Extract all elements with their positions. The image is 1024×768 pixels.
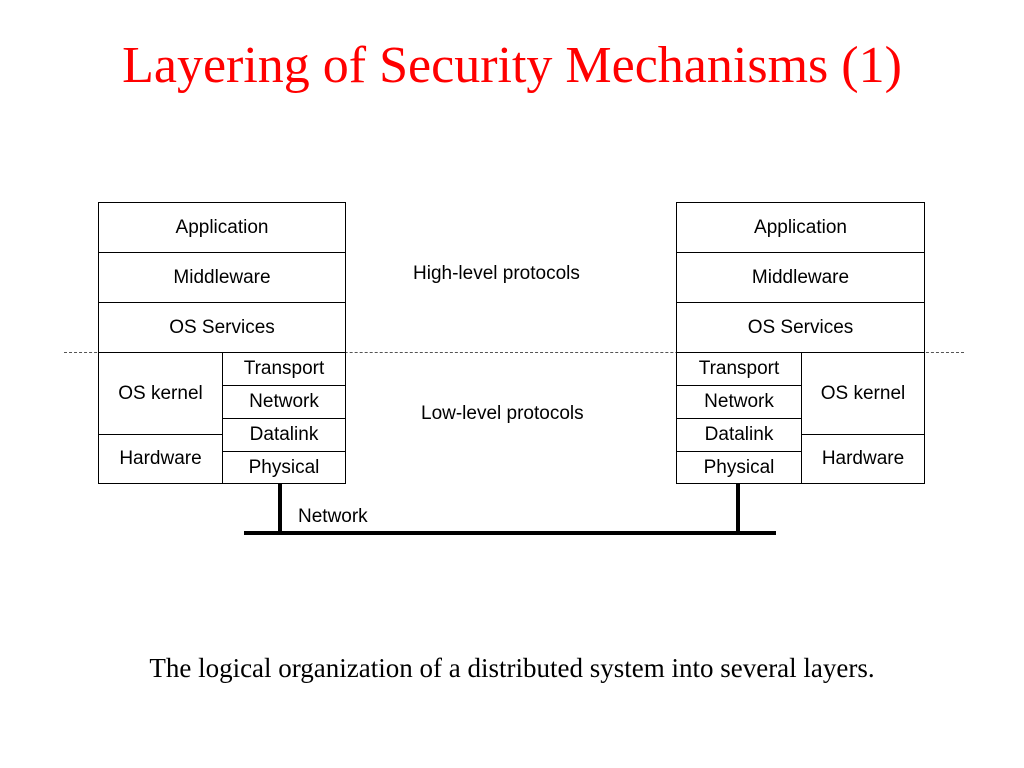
low-level-protocols-label: Low-level protocols <box>421 403 584 424</box>
right-application-layer: Application <box>676 202 925 253</box>
left-os-kernel-layer: OS kernel <box>98 352 223 435</box>
left-application-layer: Application <box>98 202 346 253</box>
high-level-protocols-label: High-level protocols <box>413 263 580 284</box>
network-label: Network <box>298 506 368 527</box>
right-datalink-layer: Datalink <box>676 418 802 452</box>
layer-separator-line <box>64 352 964 353</box>
left-middleware-layer: Middleware <box>98 252 346 303</box>
right-hardware-layer: Hardware <box>801 434 925 484</box>
slide-caption: The logical organization of a distribute… <box>149 653 875 683</box>
right-network-layer: Network <box>676 385 802 419</box>
left-hardware-layer: Hardware <box>98 434 223 484</box>
left-network-layer: Network <box>222 385 346 419</box>
left-network-connector <box>278 484 282 534</box>
right-os-kernel-layer: OS kernel <box>801 352 925 435</box>
left-datalink-layer: Datalink <box>222 418 346 452</box>
right-network-connector <box>736 484 740 534</box>
right-os-services-layer: OS Services <box>676 302 925 353</box>
right-physical-layer: Physical <box>676 451 802 484</box>
network-bus-line <box>244 531 776 535</box>
left-physical-layer: Physical <box>222 451 346 484</box>
left-transport-layer: Transport <box>222 352 346 386</box>
right-middleware-layer: Middleware <box>676 252 925 303</box>
slide-title: Layering of Security Mechanisms (1) <box>122 37 902 94</box>
right-transport-layer: Transport <box>676 352 802 386</box>
left-os-services-layer: OS Services <box>98 302 346 353</box>
